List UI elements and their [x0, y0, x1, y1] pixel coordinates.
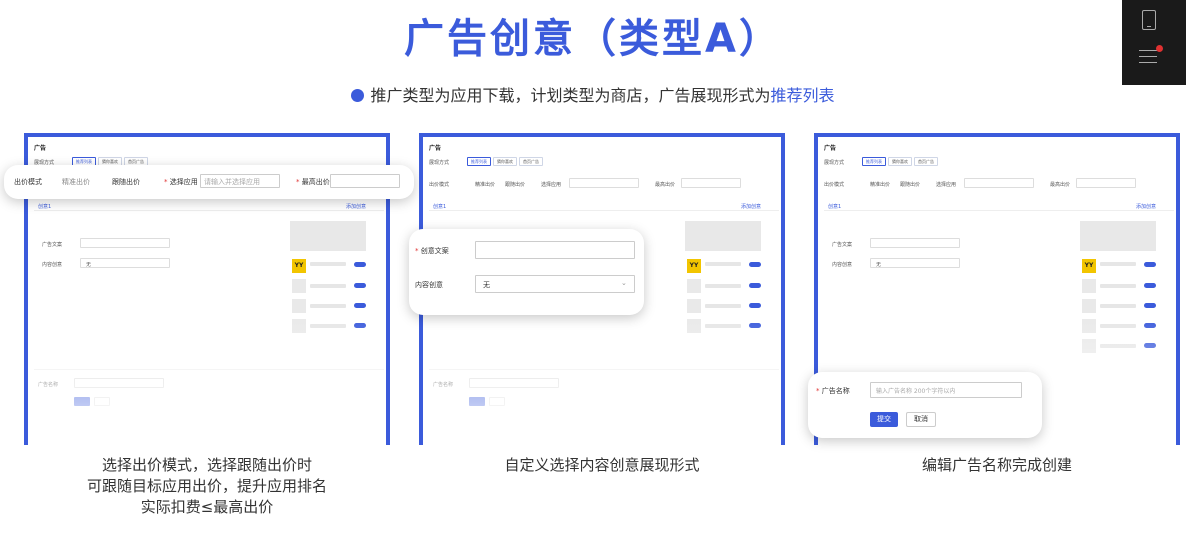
creative-popup: * 创意文案 内容创意 无 ⌄: [409, 229, 644, 315]
content-value: 无: [86, 262, 92, 268]
bid-option-follow[interactable]: 跟随出价: [505, 182, 526, 188]
yy-logo: YY: [292, 259, 306, 273]
submit-button[interactable]: 提交: [870, 412, 898, 427]
max-bid-input[interactable]: [1076, 178, 1136, 188]
select-app-input[interactable]: [569, 178, 639, 188]
preview-banner: [685, 221, 761, 251]
add-creative-link[interactable]: 添加创意: [741, 204, 762, 210]
display-mode-label: 展现方式: [429, 160, 450, 166]
ad-copy-label: 广告文案: [832, 242, 853, 248]
creative-tab[interactable]: 创意1: [433, 204, 447, 210]
select-app-input[interactable]: [964, 178, 1034, 188]
caption-line: 自定义选择内容创意展现形式: [504, 456, 700, 474]
page-title: 广告创意（类型A）: [404, 16, 782, 62]
display-tab-recommend[interactable]: 推荐列表: [467, 157, 491, 166]
ad-name-label-faded: 广告名称: [433, 382, 454, 388]
cancel-button[interactable]: 取消: [906, 412, 936, 427]
bid-option-precise[interactable]: 精准出价: [870, 182, 891, 188]
creative-tab[interactable]: 创意1: [828, 204, 842, 210]
select-app-input[interactable]: [200, 174, 280, 188]
ad-name-label-faded: 广告名称: [38, 382, 59, 388]
subtitle: 推广类型为应用下载，计划类型为商店，广告展现形式为推荐列表: [0, 82, 1186, 106]
max-bid-label: 最高出价: [655, 182, 676, 188]
screen-page-title: 广告: [429, 145, 442, 152]
bid-option-follow[interactable]: 跟随出价: [900, 182, 921, 188]
display-mode-label: 展现方式: [824, 160, 845, 166]
caption-line: 实际扣费≤最高出价: [140, 498, 274, 516]
ad-copy-input[interactable]: [870, 238, 960, 248]
caption-name: 编辑广告名称完成创建: [814, 455, 1180, 476]
subtitle-text: 推广类型为应用下载，计划类型为商店，广告展现形式为: [370, 86, 771, 105]
preview-install-pill: [354, 262, 366, 267]
preview-banner: [290, 221, 366, 251]
screen-page-title: 广告: [824, 145, 837, 152]
yy-logo: YY: [687, 259, 701, 273]
ad-name-input[interactable]: [870, 382, 1022, 398]
ad-name-placeholder: 输入广告名称 200个字符以内: [876, 388, 956, 395]
max-bid-input[interactable]: [330, 174, 400, 188]
select-app-label: * 选择应用: [164, 178, 198, 186]
max-bid-label: * 最高出价: [296, 178, 330, 186]
bid-option-precise[interactable]: 精准出价: [62, 178, 90, 186]
bid-mode-label: 出价模式: [429, 182, 450, 188]
corner-toolbar: [1122, 0, 1186, 85]
display-tab-recommend[interactable]: 推荐列表: [862, 157, 886, 166]
display-mode-label: 展现方式: [34, 160, 55, 166]
display-tab-home[interactable]: 首页广告: [914, 157, 938, 166]
submit-button-faded[interactable]: [74, 397, 90, 406]
content-creative-select[interactable]: [475, 275, 635, 293]
content-label: 内容创意: [832, 262, 853, 268]
phone-icon[interactable]: [1142, 10, 1156, 30]
caption-bid: 选择出价模式，选择跟随出价时 可跟随目标应用出价，提升应用排名 实际扣费≤最高出…: [24, 455, 390, 518]
display-tab-home[interactable]: 首页广告: [519, 157, 543, 166]
max-bid-input[interactable]: [681, 178, 741, 188]
red-dot-icon: [1156, 45, 1163, 52]
content-creative-label: 内容创意: [415, 281, 443, 289]
bid-option-precise[interactable]: 精准出价: [475, 182, 496, 188]
screen-page-title: 广告: [34, 145, 47, 152]
ad-name-label: * 广告名称: [816, 387, 850, 395]
ad-name-input-faded[interactable]: [469, 378, 559, 388]
select-app-label: 选择应用: [541, 182, 562, 188]
cancel-button-faded[interactable]: [94, 397, 110, 406]
content-select[interactable]: [870, 258, 960, 268]
content-select[interactable]: [80, 258, 170, 268]
add-creative-link[interactable]: 添加创意: [346, 204, 367, 210]
bid-mode-label: 出价模式: [824, 182, 845, 188]
creative-tab[interactable]: 创意1: [38, 204, 52, 210]
select-app-label: 选择应用: [936, 182, 957, 188]
cancel-button-faded[interactable]: [489, 397, 505, 406]
subtitle-highlight: 推荐列表: [770, 86, 835, 105]
chevron-down-icon[interactable]: ⌄: [621, 279, 627, 287]
content-creative-value: 无: [483, 281, 490, 289]
content-value: 无: [876, 262, 882, 268]
content-label: 内容创意: [42, 262, 63, 268]
bullet-dot-icon: [351, 89, 365, 102]
bid-option-follow[interactable]: 跟随出价: [112, 178, 140, 186]
yy-logo: YY: [1082, 259, 1096, 273]
display-tab-guess[interactable]: 猜你喜欢: [493, 157, 517, 166]
select-app-placeholder: 请输入并选择应用: [204, 178, 260, 186]
caption-line: 选择出价模式，选择跟随出价时: [101, 456, 312, 474]
creative-copy-label: * 创意文案: [415, 247, 449, 255]
add-creative-link[interactable]: 添加创意: [1136, 204, 1157, 210]
max-bid-label: 最高出价: [1050, 182, 1071, 188]
ad-copy-input[interactable]: [80, 238, 170, 248]
display-tab-guess[interactable]: 猜你喜欢: [888, 157, 912, 166]
caption-line: 编辑广告名称完成创建: [921, 456, 1072, 474]
bid-mode-popup: 出价模式 精准出价 跟随出价 * 选择应用 请输入并选择应用 * 最高出价: [4, 165, 414, 199]
menu-icon[interactable]: [1139, 50, 1157, 64]
caption-creative: 自定义选择内容创意展现形式: [419, 455, 785, 476]
ad-name-popup: * 广告名称 输入广告名称 200个字符以内 提交 取消: [808, 372, 1042, 438]
caption-line: 可跟随目标应用出价，提升应用排名: [86, 477, 327, 495]
ad-name-input-faded[interactable]: [74, 378, 164, 388]
preview-banner: [1080, 221, 1156, 251]
creative-copy-input[interactable]: [475, 241, 635, 259]
bid-mode-label: 出价模式: [14, 178, 42, 186]
submit-button-faded[interactable]: [469, 397, 485, 406]
ad-copy-label: 广告文案: [42, 242, 63, 248]
